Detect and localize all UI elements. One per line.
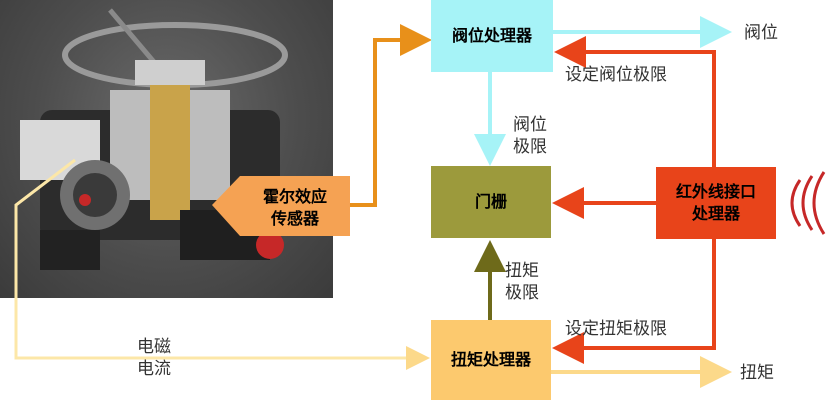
ir-to-torque-arrow bbox=[552, 239, 716, 364]
hall-sensor-text: 霍尔效应 传感器 bbox=[262, 186, 327, 228]
actuator-illustration bbox=[20, 8, 288, 270]
set-valve-limit-label: 设定阀位极限 bbox=[565, 65, 667, 85]
ir-processor-box: 红外线接口 处理器 bbox=[656, 167, 776, 239]
valve-output-label: 阀位 bbox=[744, 23, 778, 43]
ir-processor-label: 红外线接口 处理器 bbox=[675, 182, 756, 223]
valve-processor-box: 阀位处理器 bbox=[431, 0, 553, 72]
gate-label: 门栅 bbox=[474, 192, 507, 212]
ir-wave-3-icon bbox=[812, 171, 826, 235]
torque-output-label: 扭矩 bbox=[740, 363, 774, 383]
torque-processor-box: 扭矩处理器 bbox=[431, 320, 551, 400]
valve-limit-label: 阀位 极限 bbox=[513, 115, 547, 158]
set-torque-limit-label: 设定扭矩极限 bbox=[565, 319, 667, 339]
ir-to-valve-arrow bbox=[554, 36, 716, 167]
valve-processor-label: 阀位处理器 bbox=[451, 26, 532, 46]
actuator-cutaway-image bbox=[0, 0, 333, 298]
hall-sensor-label: 霍尔效应 传感器 bbox=[240, 178, 350, 238]
em-current-label: 电磁 电流 bbox=[137, 337, 171, 380]
hall-to-valve-arrow bbox=[350, 24, 432, 207]
gate-box: 门栅 bbox=[431, 166, 551, 238]
torque-limit-label: 扭矩 极限 bbox=[505, 261, 539, 304]
torque-processor-label: 扭矩处理器 bbox=[450, 350, 531, 370]
ir-wave-2-icon bbox=[801, 175, 814, 231]
ir-wave-1-icon bbox=[790, 179, 802, 227]
em-current-arrow bbox=[14, 158, 430, 370]
hall-sensor-shape bbox=[212, 176, 350, 236]
